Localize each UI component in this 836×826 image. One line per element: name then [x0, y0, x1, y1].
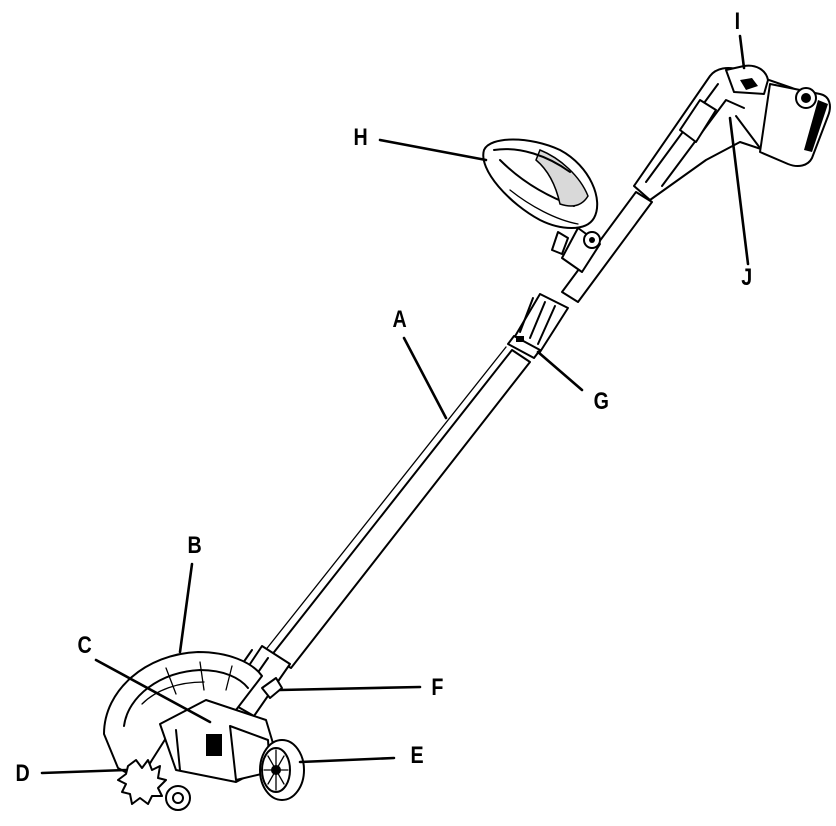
telescoping-collar [507, 293, 569, 359]
callout-e: E [410, 742, 424, 769]
leader-i [738, 34, 746, 70]
leader-g [536, 350, 584, 392]
leader-e [298, 756, 396, 764]
callout-d: D [15, 760, 30, 787]
leader-b [178, 562, 194, 654]
leader-d [40, 768, 128, 775]
battery-pack [759, 83, 831, 167]
blade-guard [103, 651, 263, 781]
callout-b: B [187, 532, 202, 559]
callout-c: C [77, 632, 92, 659]
callout-j: J [741, 264, 753, 291]
shaft [263, 346, 531, 669]
callout-h: H [353, 124, 368, 151]
rear-handle [633, 64, 809, 201]
leader-f [278, 685, 422, 692]
rear-wheel [259, 739, 305, 801]
guide-wheel-front [165, 785, 191, 811]
blade [117, 759, 167, 805]
depth-lever [261, 677, 283, 699]
leader-lines [40, 34, 750, 775]
leader-h [378, 138, 488, 162]
callout-g: G [593, 388, 609, 415]
leader-j [728, 116, 750, 266]
callout-f: F [431, 674, 444, 701]
handle-mount [551, 227, 601, 273]
callout-i: I [734, 8, 741, 35]
leader-c [94, 658, 212, 724]
leader-a [402, 336, 448, 420]
auxiliary-handle [482, 138, 599, 229]
callout-a: A [392, 306, 407, 333]
